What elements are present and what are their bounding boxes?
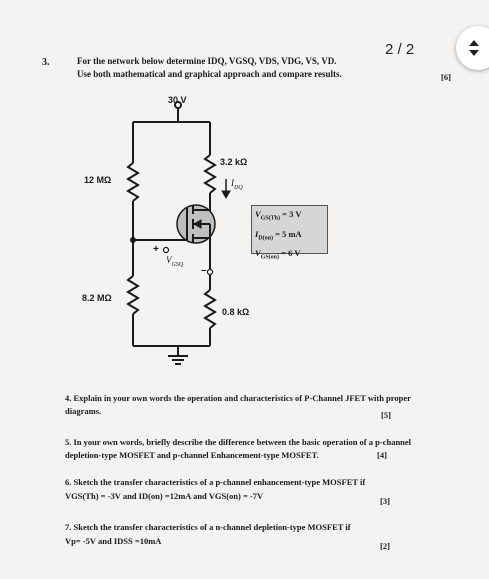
resistor-0k8-label: 0.8 kΩ (222, 307, 250, 317)
question-3-line-2: Use both mathematical and graphical appr… (77, 69, 342, 79)
page-indicator: 2 / 2 (385, 41, 415, 58)
chevron-up-icon[interactable] (469, 40, 479, 46)
question-4-line-2: diagrams. (65, 406, 102, 416)
question-3-line-1: For the network below determine IDQ, VGS… (77, 56, 337, 66)
question-6-line-2: VGS(Th) = -3V and ID(on) =12mA and VGS(o… (65, 491, 264, 501)
question-6-marks: [3] (380, 496, 390, 506)
resistor-3k2-label: 3.2 kΩ (220, 157, 248, 167)
question-6-line-1: 6. Sketch the transfer characteristics o… (65, 477, 366, 487)
resistor-3k2 (203, 154, 217, 194)
vgs-plus-sign: + (153, 244, 159, 255)
resistor-12m-label: 12 MΩ (84, 175, 112, 185)
vgsq-label: VGSQ (166, 255, 184, 268)
vgs-minus-sign: – (201, 265, 207, 276)
spec-id-on: ID(on) = 5 mA (255, 228, 302, 242)
spec-vgs-th: VGS(Th) = 3 V (255, 209, 302, 222)
question-7-line-2: Vp= -5V and IDSS =10mA (65, 536, 162, 546)
question-7-marks: [2] (380, 541, 390, 551)
resistor-0k8 (203, 289, 217, 329)
question-3-number: 3. (42, 57, 50, 68)
question-3-marks: [6] (441, 72, 451, 82)
resistor-8m2-label: 8.2 MΩ (82, 293, 112, 303)
question-5-line-2: depletion-type MOSFET and p-channel Enha… (65, 450, 319, 460)
question-4-line-1: 4. Explain in your own words the operati… (65, 393, 411, 403)
supply-voltage-label: 30 V (168, 95, 187, 105)
question-4-marks: [5] (381, 410, 391, 420)
question-7-line-1: 7. Sketch the transfer characteristics o… (65, 522, 351, 532)
chevron-down-icon[interactable] (469, 50, 479, 56)
spec-vgs-on: VGS(on) = 6 V (255, 248, 301, 262)
question-5-line-1: 5. In your own words, briefly describe t… (65, 437, 412, 447)
resistor-8m2 (126, 275, 140, 315)
mosfet-spec-box: VGS(Th) = 3 V ID(on) = 5 mA VGS(on) = 6 … (251, 205, 328, 261)
question-5-marks: [4] (377, 450, 387, 460)
idq-label: IDQ (231, 178, 243, 191)
resistor-12m (126, 162, 140, 202)
page-navigation-button[interactable] (456, 26, 489, 70)
